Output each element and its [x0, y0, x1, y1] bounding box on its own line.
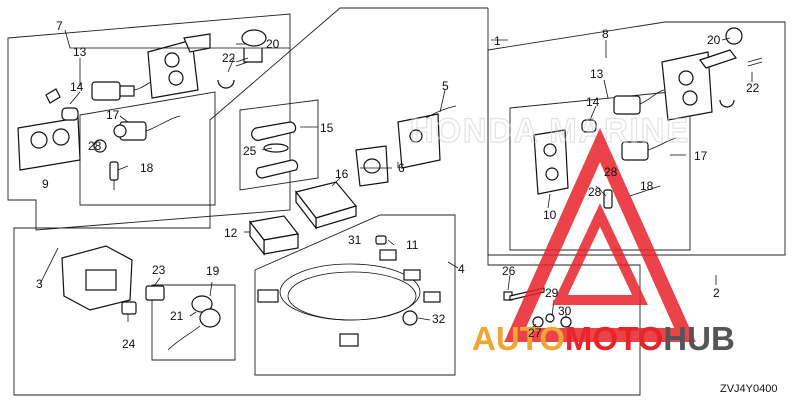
key-18-left: [109, 161, 119, 190]
key-switch-17-right: [621, 137, 677, 161]
label-23: 23: [152, 263, 166, 277]
label-13-left: 13: [73, 45, 87, 59]
label-4: 4: [458, 262, 465, 276]
label-18-right: 18: [640, 179, 654, 193]
switch-13-right: [613, 89, 665, 115]
key-switch-17-left: [113, 115, 181, 141]
warning-triangle-logo: [504, 127, 696, 342]
knob-14-right: [581, 119, 597, 133]
clip-13-left: [45, 88, 61, 104]
label-18-left: 18: [140, 161, 154, 175]
panel-5: [397, 105, 457, 169]
switch-13-left: [91, 77, 161, 101]
figure-code: ZVJ4Y0400: [720, 383, 777, 395]
label-28-right-2: 28: [604, 165, 618, 179]
knob-14-left: [61, 107, 79, 121]
bezel-plate-9: [17, 117, 81, 171]
bracket-20-left: [183, 29, 267, 63]
honda-marine-watermark: HONDA MARINE: [409, 111, 690, 150]
frame-assembly-1: [13, 7, 641, 396]
label-26: 26: [502, 264, 516, 278]
label-28-right: 28: [588, 185, 602, 199]
connector-23: [145, 285, 165, 301]
watermark-logo-text: HONDA MARINE: [410, 112, 690, 150]
frame-part-4-harness: [254, 214, 456, 376]
label-22-right: 22: [746, 81, 760, 95]
frame-subassembly-17-left: [79, 91, 216, 206]
frame-assembly-7: [7, 13, 291, 231]
label-30: 30: [558, 304, 572, 318]
label-14-left: 14: [70, 80, 84, 94]
gasket-25: [255, 143, 299, 179]
leader-lines: [39, 29, 753, 331]
brand-part-auto: AUTO: [472, 320, 565, 357]
panel-plate-right-upper: [661, 51, 713, 121]
label-10: 10: [543, 208, 557, 222]
label-31: 31: [348, 233, 362, 247]
label-20-left: 20: [266, 37, 280, 51]
label-9: 9: [42, 177, 49, 191]
module-16: [294, 181, 358, 230]
label-11: 11: [406, 238, 419, 252]
bracket-20-right: [699, 27, 743, 69]
label-21: 21: [170, 309, 184, 323]
key-18-right: [603, 189, 613, 209]
label-27: 27: [528, 326, 542, 340]
label-20-right: 20: [707, 33, 721, 47]
oring-28-left: [93, 139, 107, 153]
wire-harness-4: [257, 249, 441, 347]
box-12: [248, 215, 300, 256]
connector-24: [121, 301, 137, 315]
switch-cover-15: [251, 121, 297, 141]
buzzer-19: [167, 295, 221, 351]
label-28-left: 28: [88, 139, 102, 153]
label-19: 19: [206, 264, 220, 278]
label-8: 8: [602, 27, 609, 41]
label-1: 1: [494, 34, 501, 48]
label-22-left: 22: [222, 51, 236, 65]
label-16: 16: [335, 167, 349, 181]
label-3: 3: [36, 277, 43, 291]
automotohub-brand: AUTOMOTOHUB: [472, 320, 735, 357]
brand-part-moto: MOTO: [565, 320, 663, 357]
bezel-plate-10: [533, 129, 569, 195]
label-2: 2: [713, 286, 720, 300]
clip-22-right: [719, 57, 763, 108]
brand-part-hub: HUB: [663, 320, 735, 357]
label-24: 24: [122, 337, 136, 351]
label-7: 7: [56, 19, 63, 33]
label-25: 25: [243, 144, 257, 158]
bracket-3: [61, 245, 133, 311]
label-15: 15: [320, 121, 334, 135]
clip-22-left: [217, 57, 249, 89]
frame-part-15: [239, 99, 319, 191]
label-6: 6: [398, 161, 405, 175]
bezel-6: [355, 145, 389, 187]
svg-text:AUTOMOTOHUB: AUTOMOTOHUB: [472, 320, 735, 357]
clip-32: [402, 310, 418, 326]
label-5: 5: [442, 79, 449, 93]
label-17-left: 17: [106, 108, 120, 122]
frame-assembly-8: [487, 21, 786, 256]
label-17-right: 17: [694, 149, 708, 163]
label-32: 32: [432, 312, 446, 326]
panel-plate-left-upper: [147, 39, 199, 99]
label-12: 12: [224, 226, 238, 240]
label-13-right: 13: [590, 67, 604, 81]
frame-part-19: [151, 284, 236, 361]
clip-31: [375, 235, 387, 245]
label-29: 29: [545, 286, 559, 300]
label-14-right: 14: [586, 95, 600, 109]
part-number-labels: 1 2 3 4 5 6 7 8 9 10 11 12 13 14 15 16 1…: [36, 19, 760, 351]
